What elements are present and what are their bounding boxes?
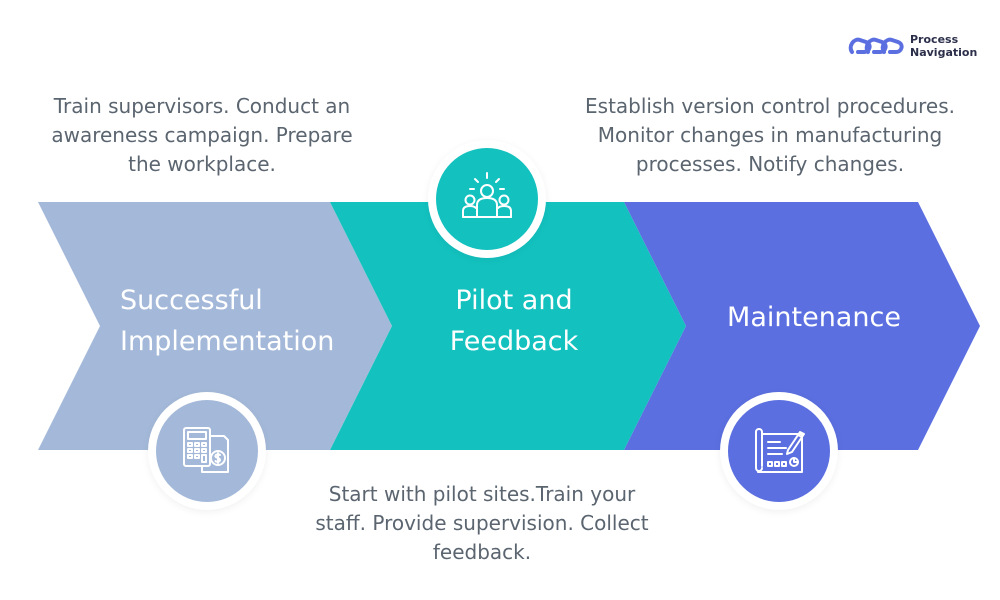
stage-2-title-line1: Pilot and [455,285,573,316]
stage-1-badge-inner [156,400,258,502]
blueprint-pencil-icon [755,428,805,473]
stage-3-badge [720,392,838,510]
brand-name-line1: Process [910,33,959,46]
stage-3-arrow [624,202,980,450]
stage-1-arrow [38,202,392,450]
stage-2-badge-inner [436,148,538,250]
stage-2-badge [428,140,546,258]
stage-1-title-line2: Implementation [120,326,335,357]
stage-3-badge-inner [728,400,830,502]
calculator-invoice-icon [183,427,229,473]
stage-2-arrow [330,202,686,450]
stage-1-description: Train supervisors. Conduct an awareness … [51,94,353,176]
brand-name-line2: Navigation [910,46,978,59]
stage-2-description: Start with pilot sites.Train your staff.… [315,482,649,564]
stage-2-title-line2: Feedback [449,326,579,357]
stage-1-title: Successful Implementation [120,280,360,362]
stage-1-badge [148,392,266,510]
stage-2-title: Pilot and Feedback [432,280,596,362]
stage-3-title-line1: Maintenance [727,302,901,333]
brand-name: Process Navigation [910,33,977,59]
team-idea-icon [462,172,512,218]
stage-1-title-line1: Successful [120,285,263,316]
chain-link-logo-icon [848,37,904,54]
stage-3-title: Maintenance [700,297,928,338]
brand-logo: Process Navigation [846,32,977,60]
stage-3-description: Establish version control procedures. Mo… [585,94,955,176]
